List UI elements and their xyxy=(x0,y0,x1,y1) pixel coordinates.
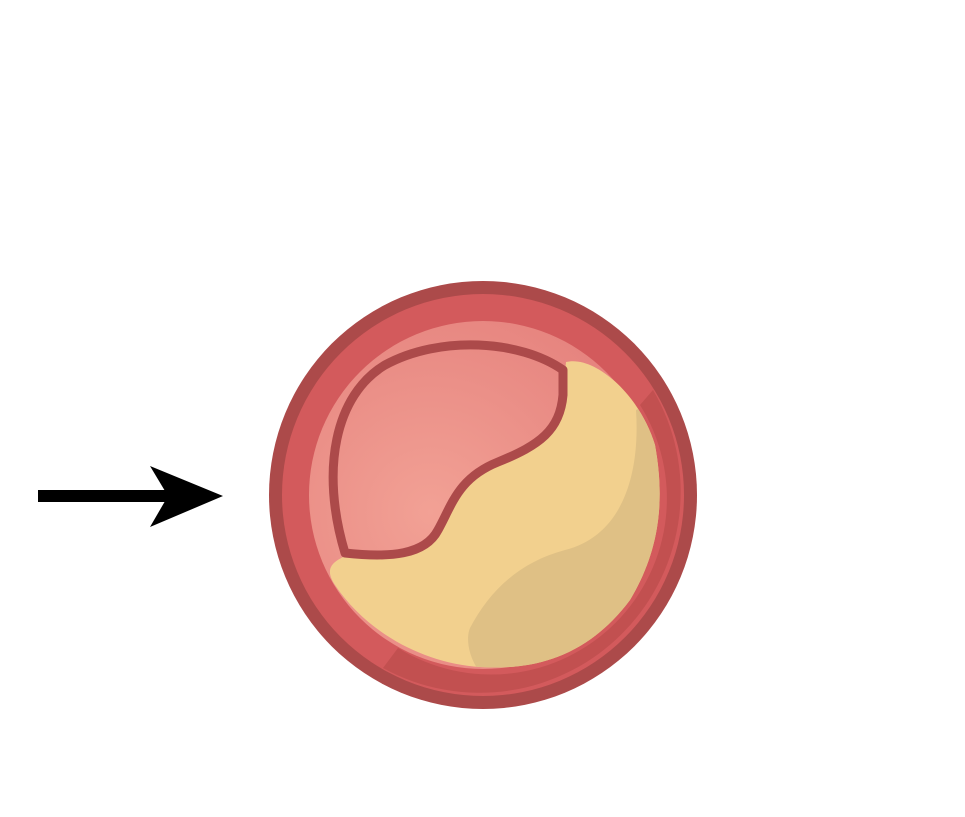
artery-cross-section-icon xyxy=(269,281,697,709)
lumen-outline xyxy=(328,340,568,560)
right-arrow-icon xyxy=(38,466,223,527)
vessel-wall-shade xyxy=(383,390,681,693)
